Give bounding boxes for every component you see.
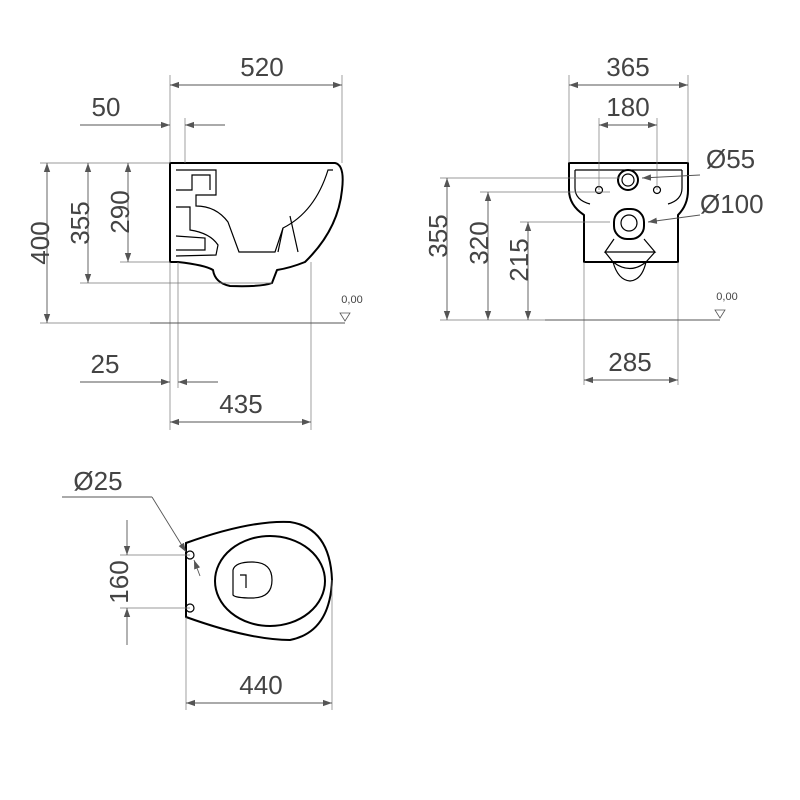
front-floor-level-label: 0,00 [716, 291, 737, 303]
dim-180-label: 180 [606, 92, 649, 122]
dim-285-label: 285 [608, 347, 651, 377]
front-dim-215-label: 215 [504, 238, 534, 281]
dim-dia25-label: Ø25 [73, 466, 122, 496]
dim-520-label: 520 [240, 52, 283, 82]
side-view-toilet-outline [169, 162, 344, 288]
top-view-toilet-outline [185, 520, 333, 641]
dim-440-label: 440 [239, 670, 282, 700]
dim-400-label: 400 [25, 221, 55, 264]
side-view-floor-marker: 0,00 [339, 294, 363, 322]
dim-290-label: 290 [105, 190, 135, 233]
dim-50-label: 50 [92, 92, 121, 122]
front-dim-320-label: 320 [464, 221, 494, 264]
front-dim-355-label: 355 [423, 214, 453, 257]
dim-dia100-label: Ø100 [700, 189, 764, 219]
dim-160-label: 160 [104, 560, 134, 603]
dim-dia55-label: Ø55 [706, 144, 755, 174]
dim-25-label: 25 [91, 349, 120, 379]
side-view: 520 50 400 355 290 0,00 25 435 [25, 52, 363, 430]
dim-435-label: 435 [219, 389, 262, 419]
side-floor-level-label: 0,00 [341, 294, 362, 306]
top-view: Ø25 160 440 [62, 466, 333, 710]
dim-355-label: 355 [65, 201, 95, 244]
dim-365-label: 365 [606, 52, 649, 82]
front-view-floor-marker: 0,00 [714, 291, 738, 319]
front-view: 365 180 Ø55 Ø100 355 320 215 0,00 285 [423, 52, 764, 385]
